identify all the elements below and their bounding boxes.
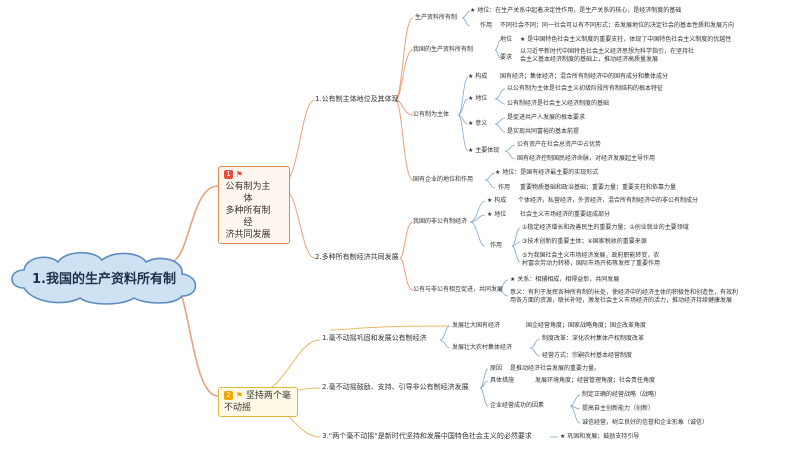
np-role-text-1[interactable]: ①稳定经济增长和改善民生的重要力量；②创业就业的主要领域 <box>522 224 689 231</box>
state-role-text[interactable]: 重要物质基础和政治基础；重要力量；重要支柱和依靠力量 <box>520 184 677 191</box>
root-to-branch-a-line <box>169 185 219 263</box>
prod-ownership-node[interactable]: 生产资料所有制 <box>415 14 458 21</box>
grow-state-economy-node[interactable]: 发展壮大国有经济 <box>452 322 501 329</box>
meaning-text-1[interactable]: 是促进共产人发展的根本要求 <box>507 114 586 121</box>
coexist-relation-text[interactable]: ★ 关系：相辅相成，相得益彰，共同发展 <box>510 276 620 283</box>
prod-role-node[interactable]: 作用 <box>480 22 493 29</box>
success-factor-2[interactable]: 提高自主创新能力（创新） <box>582 405 655 412</box>
reason-text[interactable]: 是推动经济社会发展的重要力量。 <box>510 365 601 372</box>
meaning-text-2[interactable]: 是实现共同富裕的基本前提 <box>507 128 580 135</box>
embody-text-1[interactable]: 公有资产在社会总资产中占优势 <box>517 141 602 148</box>
state-status-text[interactable]: ★ 地位：是国有经济最主要的实现形式 <box>495 169 599 176</box>
embody-text-2[interactable]: 国有经济控制国民经济命脉，对经济发展起主导作用 <box>517 155 656 162</box>
coexist-meaning-text[interactable]: 意义：有利于发挥各种所有制的长处，使经济中的经济主体的积极性和创造性，有效利 用… <box>510 289 739 304</box>
branch-public-ownership[interactable]: 1 ⚑ 公有制为主体 多种所有制经 济共同发展 <box>218 166 290 244</box>
measures-text[interactable]: 发展环境角度；经营管理角度；社会责任角度 <box>535 377 656 384</box>
meaning-node[interactable]: ★ 意义 <box>468 120 488 127</box>
our-ownership-node[interactable]: 我国的生产资料所有制 <box>413 46 474 53</box>
flag-icon: ⚑ <box>235 391 244 400</box>
a1-title[interactable]: 1.公有制主体地位及其体现 <box>315 95 399 103</box>
priority-2-icon: 2 <box>224 391 233 400</box>
success-factor-1[interactable]: 制定正确的经营战略（战略） <box>582 391 661 398</box>
flag-icon: ⚑ <box>235 170 244 179</box>
prod-role-text[interactable]: 不同社会不同；同一社会可以有不同形式；去发展地位的决定社会的基本性质和发展方向 <box>500 22 735 29</box>
root-topic-node[interactable]: 1.我国的生产资料所有制 <box>4 248 204 306</box>
priority-1-icon: 1 <box>224 170 233 179</box>
b3-text[interactable]: ★ 巩固和发展；鼓励支持引导 <box>560 433 640 440</box>
np-compose-text[interactable]: 个体经济，私营经济，外资经济，混合所有制经济中的非公有制成分 <box>518 197 699 204</box>
our-requirement-node[interactable]: 要求 <box>500 54 513 61</box>
reason-node[interactable]: 原因 <box>490 365 503 372</box>
grow-collective-node[interactable]: 发展壮大农村集体经济 <box>452 344 513 351</box>
b3-title[interactable]: 3.“两个毫不动摇”是新时代坚持和发展中国特色社会主义的必然要求 <box>322 432 532 440</box>
branch-two-unwavering[interactable]: 2 ⚑ 坚持两个毫不动摇 <box>218 387 298 417</box>
a2-title[interactable]: 2.多种所有制经济共同发展 <box>315 253 399 261</box>
collective-reform-text[interactable]: 制度改革：深化农村集体产权制度改革 <box>542 335 645 342</box>
our-status-text[interactable]: ★ 是中国特色社会主义制度的重要支柱，体现了中国特色社会主义制度的优越性 <box>520 36 732 43</box>
b2-title[interactable]: 2.毫不动摇鼓励、支持、引导非公有制经济发展 <box>322 383 469 391</box>
measures-node[interactable]: 具体措施 <box>490 377 515 384</box>
status-node[interactable]: ★ 地位 <box>468 95 488 102</box>
root-topic-label: 1.我国的生产资料所有制 <box>32 271 176 287</box>
compose-node[interactable]: ★ 构成 <box>468 73 488 80</box>
nonpublic-node[interactable]: 我国的非公有制经济 <box>413 218 468 225</box>
success-factor-3[interactable]: 诚信经营，树立良好的信誉和企业形象（诚信） <box>582 419 709 426</box>
status-text-2[interactable]: 公有制经济是社会主义经济制度的基础 <box>507 100 610 107</box>
our-requirement-text[interactable]: 以习近平新时代中国特色社会主义经济思想为科学指引，在坚持社 会主义基本经济制度的… <box>520 48 695 63</box>
prod-status-text[interactable]: ★ 地位：在生产关系中起着决定性作用，是生产关系的核心，是经济制度的基础 <box>470 7 682 14</box>
our-status-node[interactable]: 地位 <box>500 36 513 43</box>
branch-public-ownership-label: 公有制为主体 多种所有制经 济共同发展 <box>225 182 271 240</box>
collective-operate-text[interactable]: 经营方式：宗嗣农村基本经营制度 <box>542 352 633 359</box>
state-enterprise-node[interactable]: 国有企业的地位和作用 <box>413 176 474 183</box>
np-role-node[interactable]: 作用 <box>490 242 503 249</box>
grow-state-economy-text[interactable]: 国企经营角度；国家战略角度；国企改革角度 <box>526 322 647 329</box>
success-factors-node[interactable]: 企业经营成功的因素 <box>490 402 545 409</box>
b1-title[interactable]: 1.毫不动摇巩固和发展公有制经济 <box>322 334 427 342</box>
public-dominant-node[interactable]: 公有制为主体 <box>413 111 450 118</box>
np-status-text[interactable]: 社会主义市场经济的重要组成部分 <box>520 211 611 218</box>
coexist-node[interactable]: 公有与非公有相互促进，共同发展 <box>413 286 504 293</box>
branch-two-unwavering-label: 坚持两个毫不动摇 <box>224 391 291 413</box>
cloud-shape <box>11 251 197 305</box>
embody-node[interactable]: ★ 主要体现 <box>468 147 500 154</box>
compose-text[interactable]: 国有经济；集体经济；混合所有制经济中的国有成分和集体成分 <box>500 73 669 80</box>
status-text-1[interactable]: 以公有制为主体是社会主义初级阶段所有制结构的根本特征 <box>507 85 664 92</box>
np-status-node[interactable]: ★ 地位 <box>487 211 507 218</box>
np-role-text-3[interactable]: ⑤为我国社会主义市场经济发展，政府职能转变，农 村富余劳动力转移，国际市场开拓等… <box>522 252 661 267</box>
np-compose-node[interactable]: ★ 构成 <box>487 197 507 204</box>
state-role-node[interactable]: 作用 <box>498 184 511 191</box>
np-role-text-2[interactable]: ③技术创新的重要主体；④国家税收的重要来源 <box>522 238 647 245</box>
